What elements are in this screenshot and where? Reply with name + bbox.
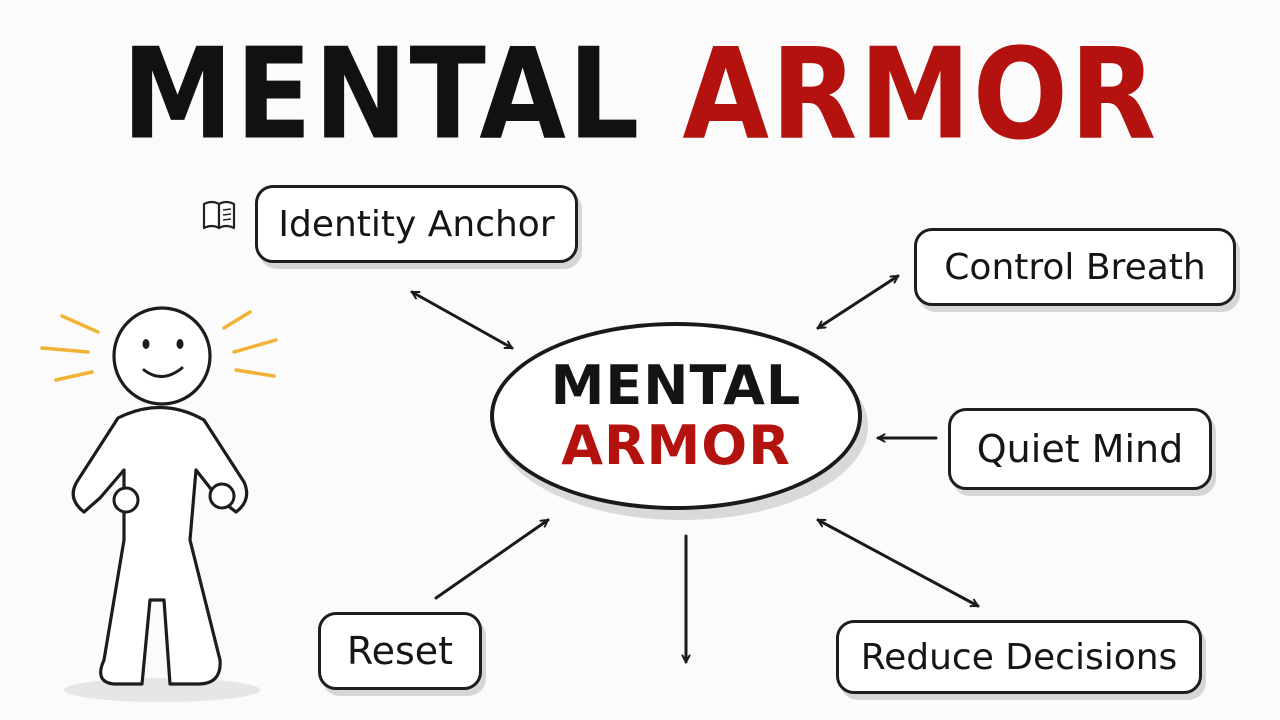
- node-quiet-mind: Quiet Mind: [948, 408, 1212, 490]
- node-control-breath: Control Breath: [914, 228, 1236, 306]
- book-icon: [202, 200, 236, 230]
- arrow-reset-to-center: [434, 518, 550, 600]
- node-reduce-decisions: Reduce Decisions: [836, 620, 1202, 694]
- page-title: MENTAL ARMOR: [0, 22, 1280, 168]
- energy-rays: [40, 310, 278, 382]
- central-node-line2: ARMOR: [561, 414, 791, 477]
- arrow-identity-center: [410, 290, 514, 350]
- node-identity-anchor: Identity Anchor: [255, 185, 578, 263]
- arrow-control-center: [816, 274, 900, 330]
- title-word-mental: MENTAL: [121, 22, 642, 168]
- node-reset: Reset: [318, 612, 482, 690]
- arrow-reduce-center: [816, 518, 980, 608]
- title-word-armor: ARMOR: [682, 22, 1159, 168]
- central-node-line1: MENTAL: [550, 354, 802, 417]
- stick-figure-illustration: [40, 306, 278, 702]
- central-node-mental-armor: MENTAL ARMOR: [490, 322, 862, 510]
